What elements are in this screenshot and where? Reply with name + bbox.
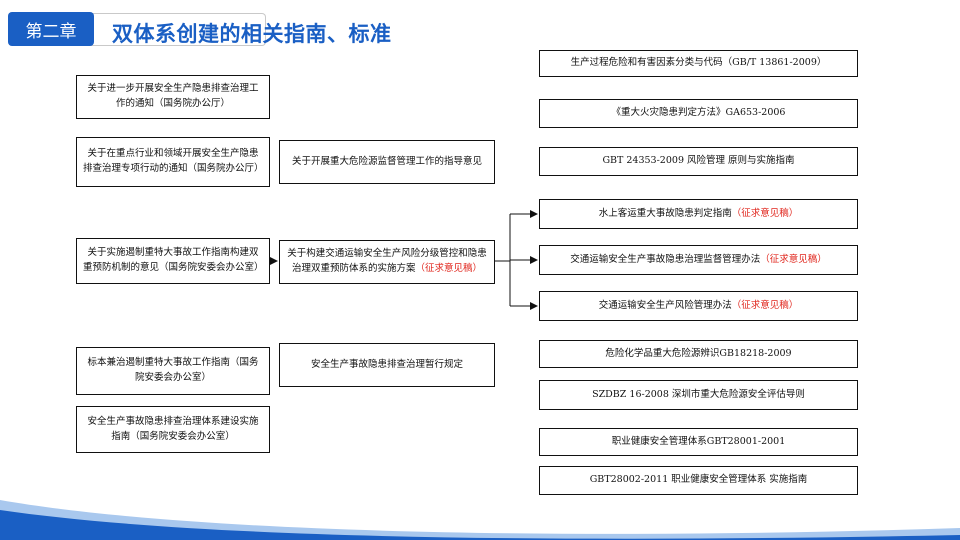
right-box-6: 交通运输安全生产风险管理办法（征求意见稿）: [539, 291, 858, 321]
middle-box-transport-text: 关于构建交通运输安全生产风险分级管控和隐患治理双重预防体系的实施方案: [287, 248, 487, 274]
right-box-5-text: 交通运输安全生产事故隐患治理监督管理办法: [570, 253, 761, 265]
right-box-8-text: SZDBZ 16-2008 深圳市重大危险源安全评估导则: [592, 388, 805, 400]
right-box-7: 危险化学品重大危险源辨识GB18218-2009: [539, 340, 858, 368]
right-box-5-draft: （征求意见稿）: [760, 253, 827, 265]
right-box-2: 《重大火灾隐患判定方法》GA653-2006: [539, 99, 858, 128]
left-box-4-text: 标本兼治遏制重特大事故工作指南（国务院安委会办公室）: [87, 357, 259, 383]
right-box-4-text: 水上客运重大事故隐患判定指南: [598, 207, 732, 219]
middle-box-transport-draft: （征求意见稿）: [415, 263, 483, 274]
left-box-3-text: 关于实施遏制重特大事故工作指南构建双重预防机制的意见（国务院安委会办公室）: [83, 247, 264, 273]
chapter-tag: 第二章: [8, 12, 94, 46]
right-box-4-draft: （征求意见稿）: [731, 207, 799, 219]
right-box-8: SZDBZ 16-2008 深圳市重大危险源安全评估导则: [539, 380, 858, 410]
left-box-5: 安全生产事故隐患排查治理体系建设实施指南（国务院安委会办公室）: [76, 406, 270, 453]
middle-box-guidance: 关于开展重大危险源监督管理工作的指导意见: [279, 140, 495, 184]
right-box-10: GBT28002-2011 职业健康安全管理体系 实施指南: [539, 466, 858, 495]
left-box-2-text: 关于在重点行业和领域开展安全生产隐患排查治理专项行动的通知（国务院办公厅）: [83, 148, 264, 174]
right-box-3-text: GBT 24353-2009 风险管理 原则与实施指南: [602, 155, 795, 167]
right-box-9: 职业健康安全管理体系GBT28001-2001: [539, 428, 858, 456]
right-box-7-text: 危险化学品重大危险源辨识GB18218-2009: [605, 347, 792, 359]
left-box-4: 标本兼治遏制重特大事故工作指南（国务院安委会办公室）: [76, 347, 270, 395]
page-title: 双体系创建的相关指南、标准: [112, 22, 392, 46]
left-box-5-text: 安全生产事故隐患排查治理体系建设实施指南（国务院安委会办公室）: [87, 415, 259, 442]
right-box-9-text: 职业健康安全管理体系GBT28001-2001: [611, 435, 786, 447]
left-box-2: 关于在重点行业和领域开展安全生产隐患排查治理专项行动的通知（国务院办公厅）: [76, 137, 270, 187]
right-box-5: 交通运输安全生产事故隐患治理监督管理办法（征求意见稿）: [539, 245, 858, 275]
right-box-10-text: GBT28002-2011 职业健康安全管理体系 实施指南: [589, 474, 808, 486]
right-box-1: 生产过程危险和有害因素分类与代码（GB/T 13861-2009）: [539, 50, 858, 77]
middle-box-regulation-text: 安全生产事故隐患排查治理暂行规定: [310, 358, 463, 370]
right-box-6-content: 交通运输安全生产风险管理办法（征求意见稿）: [599, 299, 799, 314]
chapter-frame: [90, 13, 266, 46]
right-box-5-content: 交通运输安全生产事故隐患治理监督管理办法（征求意见稿）: [570, 253, 827, 268]
middle-box-guidance-text: 关于开展重大危险源监督管理工作的指导意见: [291, 155, 482, 167]
middle-box-regulation: 安全生产事故隐患排查治理暂行规定: [279, 343, 495, 387]
right-box-3: GBT 24353-2009 风险管理 原则与实施指南: [539, 147, 858, 176]
right-box-1-text: 生产过程危险和有害因素分类与代码（GB/T 13861-2009）: [570, 57, 827, 69]
middle-box-transport-content: 关于构建交通运输安全生产风险分级管控和隐患治理双重预防体系的实施方案（征求意见稿…: [286, 247, 488, 276]
right-box-6-draft: （征求意见稿）: [731, 299, 799, 311]
right-box-4: 水上客运重大事故隐患判定指南（征求意见稿）: [539, 199, 858, 229]
right-box-2-text: 《重大火灾隐患判定方法》GA653-2006: [611, 107, 786, 119]
right-box-6-text: 交通运输安全生产风险管理办法: [598, 299, 732, 311]
left-box-1-text: 关于进一步开展安全生产隐患排查治理工作的通知（国务院办公厅）: [87, 83, 259, 109]
footer-wave: [0, 500, 960, 540]
right-box-4-content: 水上客运重大事故隐患判定指南（征求意见稿）: [599, 207, 799, 222]
left-box-1: 关于进一步开展安全生产隐患排查治理工作的通知（国务院办公厅）: [76, 75, 270, 119]
middle-box-transport: 关于构建交通运输安全生产风险分级管控和隐患治理双重预防体系的实施方案（征求意见稿…: [279, 240, 495, 284]
left-box-3: 关于实施遏制重特大事故工作指南构建双重预防机制的意见（国务院安委会办公室）: [76, 238, 270, 284]
